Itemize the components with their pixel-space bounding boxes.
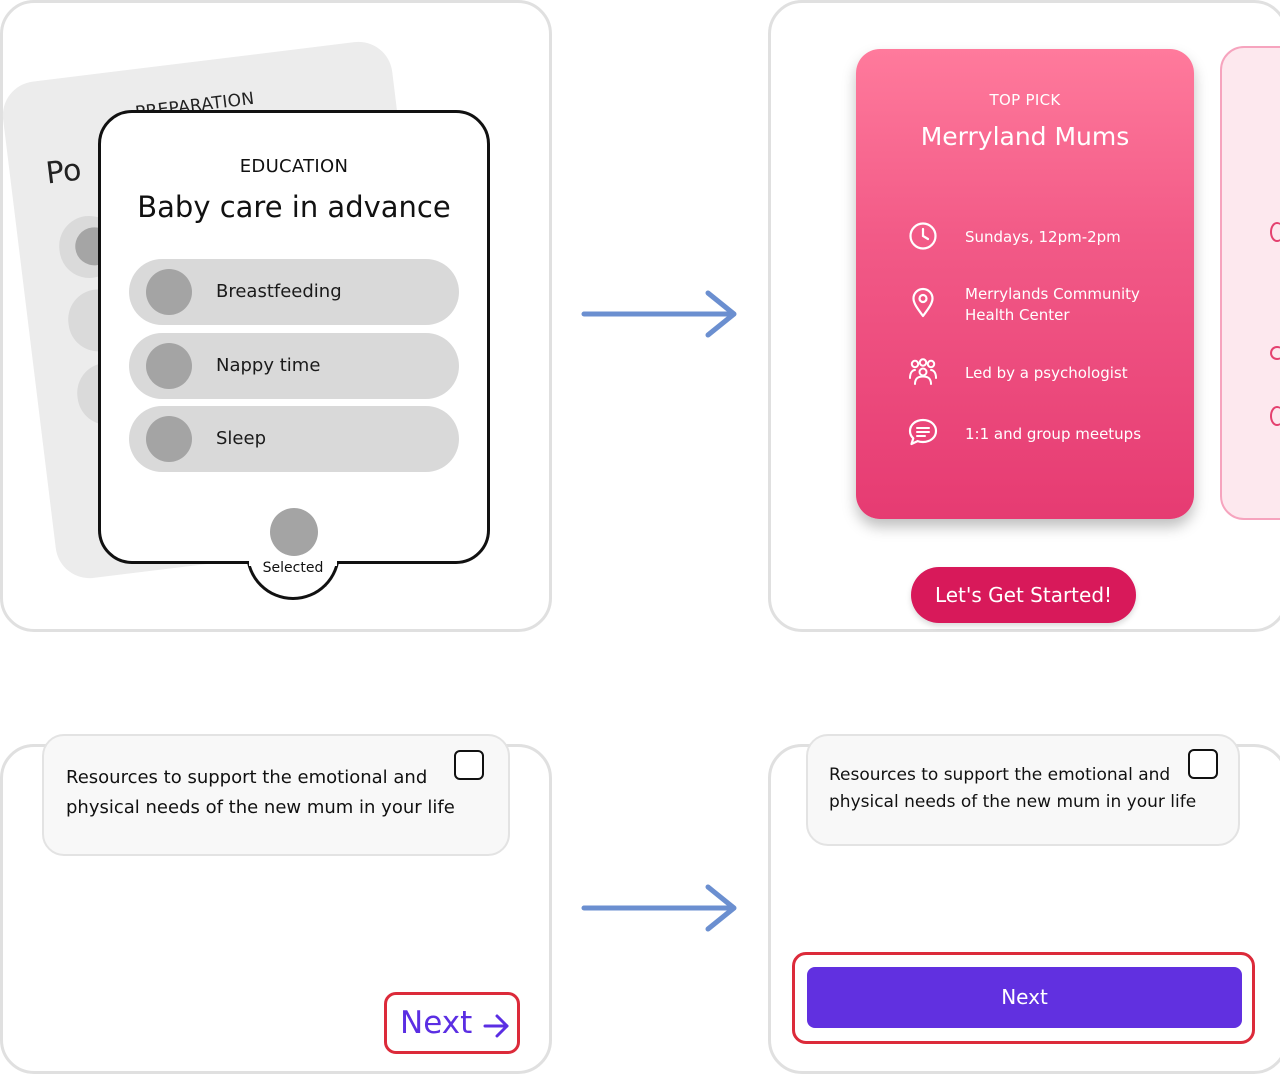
transition-arrow-icon <box>581 884 737 932</box>
resource-option-card[interactable] <box>806 734 1240 846</box>
clock-icon <box>909 222 937 250</box>
next-card-peek[interactable] <box>1220 46 1280 520</box>
chat-bubble-icon <box>908 418 938 446</box>
resource-checkbox[interactable] <box>454 750 484 780</box>
topic-label: Breastfeeding <box>216 281 342 302</box>
resource-description: Resources to support the emotional and p… <box>829 762 1196 816</box>
selected-indicator <box>270 508 318 556</box>
resource-line-2: physical needs of the new mum in your li… <box>66 797 455 818</box>
next-label: Next <box>400 1005 473 1041</box>
location-line-2: Health Center <box>965 306 1070 324</box>
resource-line-2: physical needs of the new mum in your li… <box>829 792 1197 812</box>
card-title: Merryland Mums <box>920 122 1130 151</box>
location-pin-icon <box>912 287 934 318</box>
peek-icon <box>1270 222 1280 242</box>
topic-label: Sleep <box>216 428 267 449</box>
resource-description: Resources to support the emotional and p… <box>66 763 455 823</box>
location-text: Merrylands Community Health Center <box>965 284 1140 326</box>
resource-checkbox[interactable] <box>1188 749 1218 779</box>
highlight-outline <box>792 952 1255 1044</box>
transition-arrow-icon <box>581 290 737 338</box>
selected-label: Selected <box>262 560 324 576</box>
next-button[interactable]: Next <box>807 967 1242 1028</box>
back-card-title: Po <box>43 152 84 192</box>
arrow-right-icon <box>483 1014 509 1038</box>
topic-avatar <box>146 416 192 462</box>
resource-line-1: Resources to support the emotional and <box>829 765 1171 785</box>
peek-icon <box>1270 406 1280 426</box>
group-icon <box>909 358 937 385</box>
location-line-1: Merrylands Community <box>965 285 1140 303</box>
topic-avatar <box>146 269 192 315</box>
peek-icon <box>1270 346 1280 360</box>
topic-pill-nappy-time[interactable]: Nappy time <box>129 333 459 399</box>
resource-line-1: Resources to support the emotional and <box>66 767 428 788</box>
topic-avatar <box>146 343 192 389</box>
topic-label: Nappy time <box>216 355 321 376</box>
next-link-button[interactable]: Next <box>384 992 520 1054</box>
front-card-category: EDUCATION <box>239 156 349 177</box>
schedule-text: Sundays, 12pm-2pm <box>965 228 1121 246</box>
leader-text: Led by a psychologist <box>965 364 1128 382</box>
topic-pill-breastfeeding[interactable]: Breastfeeding <box>129 259 459 325</box>
meetups-text: 1:1 and group meetups <box>965 425 1142 443</box>
card-category: TOP PICK <box>989 91 1061 109</box>
front-card-title: Baby care in advance <box>137 190 451 224</box>
lets-get-started-button[interactable]: Let's Get Started! <box>911 567 1136 623</box>
resource-option-card[interactable] <box>42 734 510 856</box>
topic-pill-sleep[interactable]: Sleep <box>129 406 459 472</box>
